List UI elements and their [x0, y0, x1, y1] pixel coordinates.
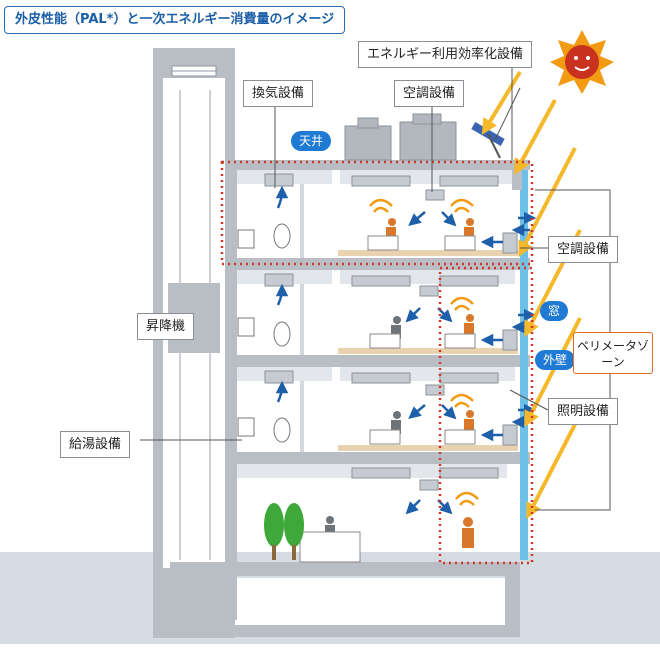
ac-side-label: 空調設備	[548, 236, 618, 263]
rooftop-ac-units	[345, 114, 505, 160]
elevator-shaft	[153, 48, 235, 638]
lighting-label: 照明設備	[548, 398, 618, 425]
energy-efficiency-label: エネルギー利用効率化設備	[358, 41, 532, 68]
elevator-label: 昇降機	[137, 313, 194, 340]
outer-wall-badge: 外壁	[535, 350, 575, 370]
hot-water-label: 給湯設備	[60, 431, 130, 458]
restroom-fixtures	[238, 224, 290, 442]
perimeter-zone-label: ペリメータゾーン	[573, 332, 653, 374]
window-badge: 窓	[540, 301, 568, 321]
ac-top-label: 空調設備	[394, 80, 464, 107]
ceiling-badge: 天井	[291, 131, 331, 151]
diagram-title: 外皮性能（PAL*）と一次エネルギー消費量のイメージ	[4, 6, 345, 34]
lobby-trees	[264, 503, 304, 560]
ventilation-label: 換気設備	[243, 80, 313, 107]
sun-icon	[550, 30, 614, 94]
